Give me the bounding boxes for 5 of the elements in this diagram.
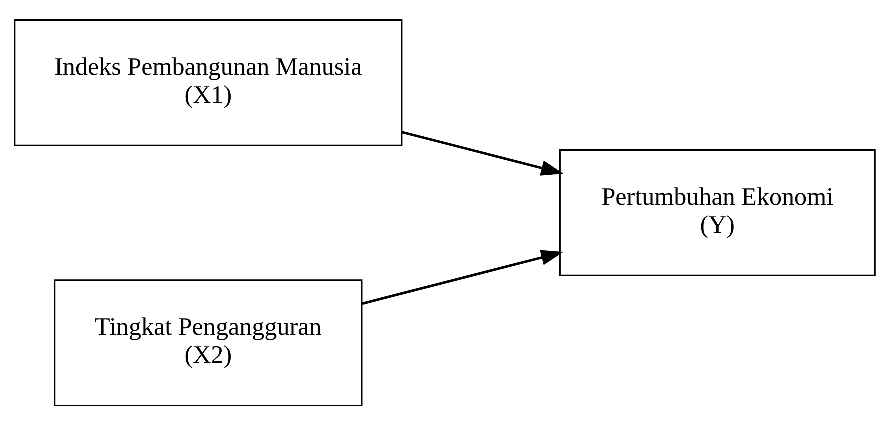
arrow (402, 131, 564, 176)
node-box: Indeks Pembangunan Manusia (X1) (14, 19, 403, 146)
node-box: Tingkat Pengangguran (X2) (54, 280, 363, 407)
arrow (362, 250, 564, 306)
node-box: Pertumbuhan Ekonomi (Y) (559, 150, 876, 276)
